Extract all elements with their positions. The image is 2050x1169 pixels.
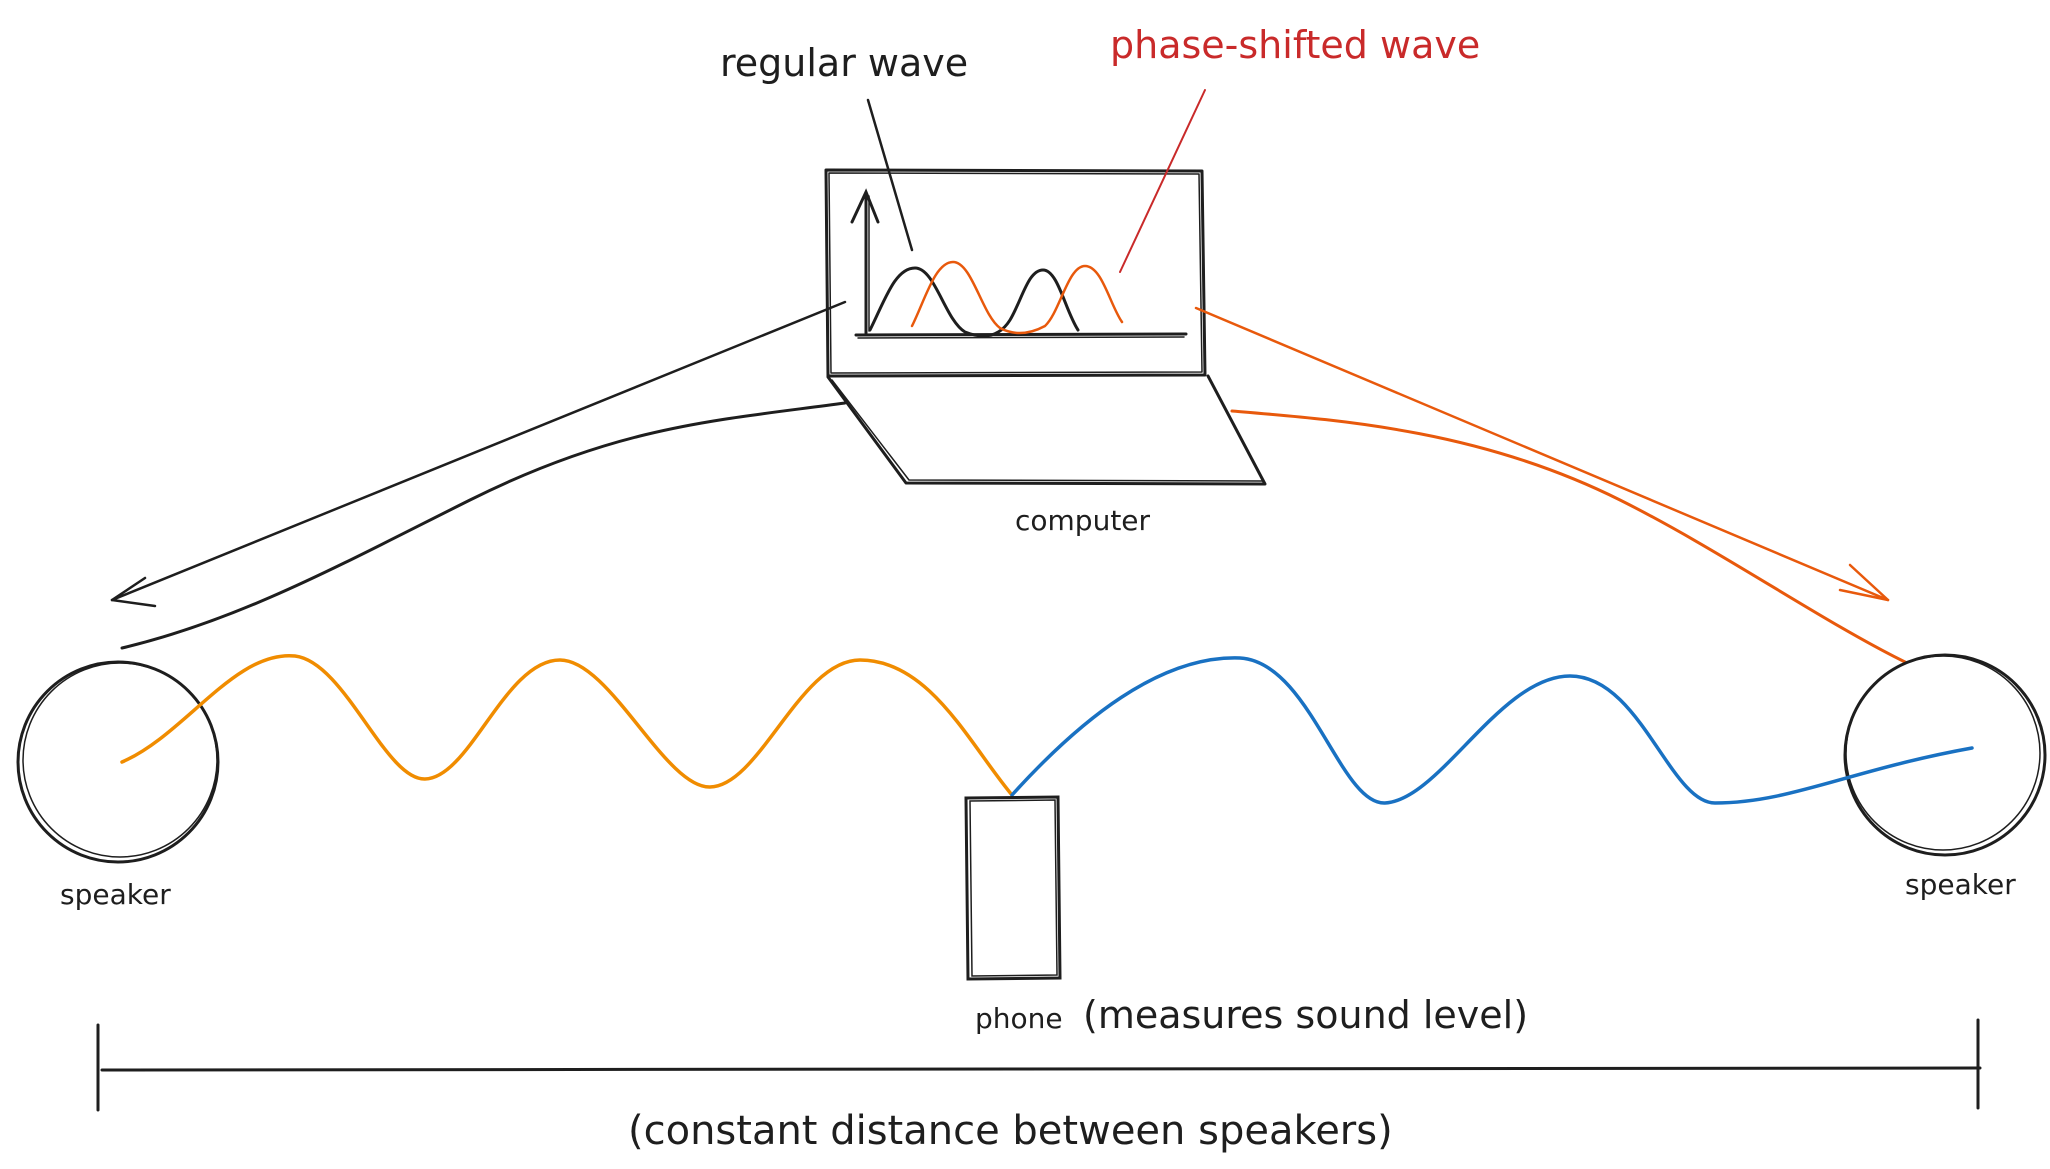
left-arrow (110, 300, 847, 608)
laptop-screen (824, 168, 1207, 378)
left-sound-wave (120, 654, 1014, 797)
regular-wave-pointer (866, 98, 914, 252)
distance-note-label: (constant distance between speakers) (628, 1108, 1393, 1154)
plot-y-axis (850, 188, 880, 335)
speaker-left (16, 660, 220, 864)
speaker-right-label: speaker (1905, 868, 2016, 901)
phone (964, 795, 1062, 981)
speaker-left-label: speaker (60, 878, 171, 911)
regular-wave-curve (868, 266, 1080, 338)
right-sound-wave (1010, 656, 1974, 805)
right-arrow (1194, 306, 1890, 602)
left-cable (120, 401, 847, 650)
laptop-base (826, 374, 1267, 486)
phase-shifted-wave-pointer (1119, 89, 1206, 273)
phone-note-label: (measures sound level) (1083, 993, 1528, 1037)
distance-bar (96, 1018, 1982, 1112)
laptop (824, 168, 1267, 486)
phase-shifted-wave-curve (910, 260, 1124, 335)
speaker-right (1843, 653, 2047, 857)
right-cable (1230, 409, 1907, 664)
screen-plot (850, 188, 1188, 339)
phone-label: phone (975, 1002, 1063, 1035)
plot-x-axis (854, 332, 1188, 337)
phase-shifted-wave-label: phase-shifted wave (1110, 23, 1480, 67)
regular-wave-label: regular wave (720, 41, 968, 85)
computer-label: computer (1015, 504, 1151, 537)
